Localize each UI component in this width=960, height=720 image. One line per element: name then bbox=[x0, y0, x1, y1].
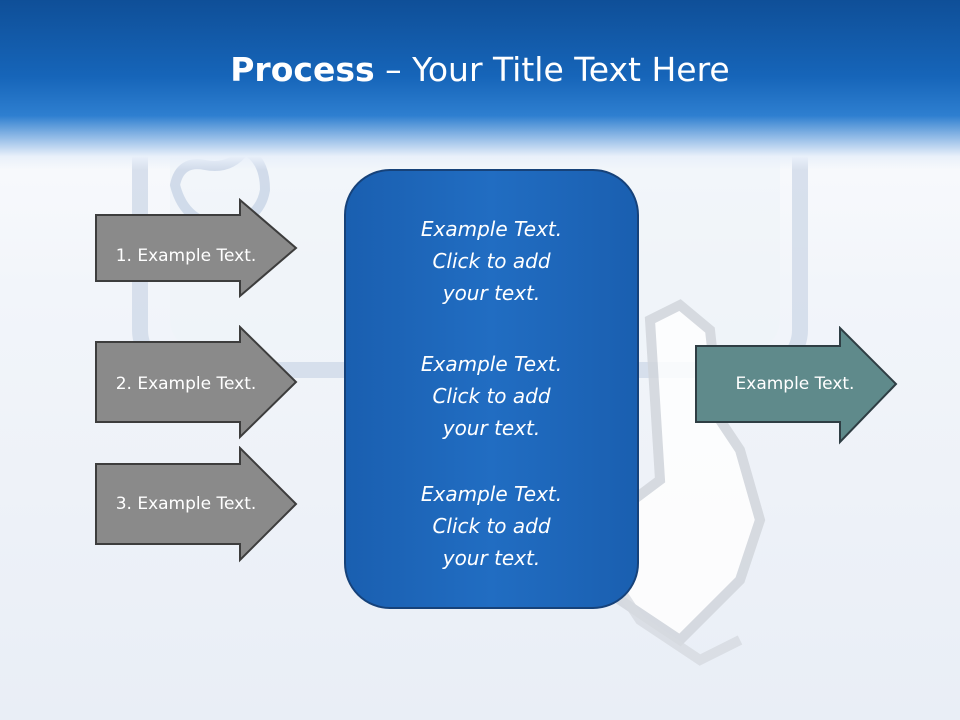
center-text-2[interactable]: Example Text. Click to add your text. bbox=[420, 352, 563, 440]
input-arrow-3-label: 3. Example Text. bbox=[115, 494, 257, 514]
title-bold: Process bbox=[230, 50, 375, 89]
center-text-3[interactable]: Example Text. Click to add your text. bbox=[420, 482, 563, 570]
output-arrow[interactable] bbox=[694, 326, 900, 446]
slide-title: Process – Your Title Text Here bbox=[0, 50, 960, 89]
input-arrow-2-label: 2. Example Text. bbox=[115, 374, 257, 394]
input-arrow-1[interactable] bbox=[94, 198, 300, 300]
input-arrow-3[interactable] bbox=[94, 446, 300, 564]
center-text-1[interactable]: Example Text. Click to add your text. bbox=[420, 217, 563, 305]
title-rest: – Your Title Text Here bbox=[374, 50, 730, 89]
input-arrow-1-label: 1. Example Text. bbox=[115, 246, 257, 266]
output-arrow-label: Example Text. bbox=[735, 374, 855, 394]
header-band bbox=[0, 0, 960, 170]
input-arrow-2[interactable] bbox=[94, 325, 300, 441]
center-process-box[interactable] bbox=[344, 169, 639, 609]
